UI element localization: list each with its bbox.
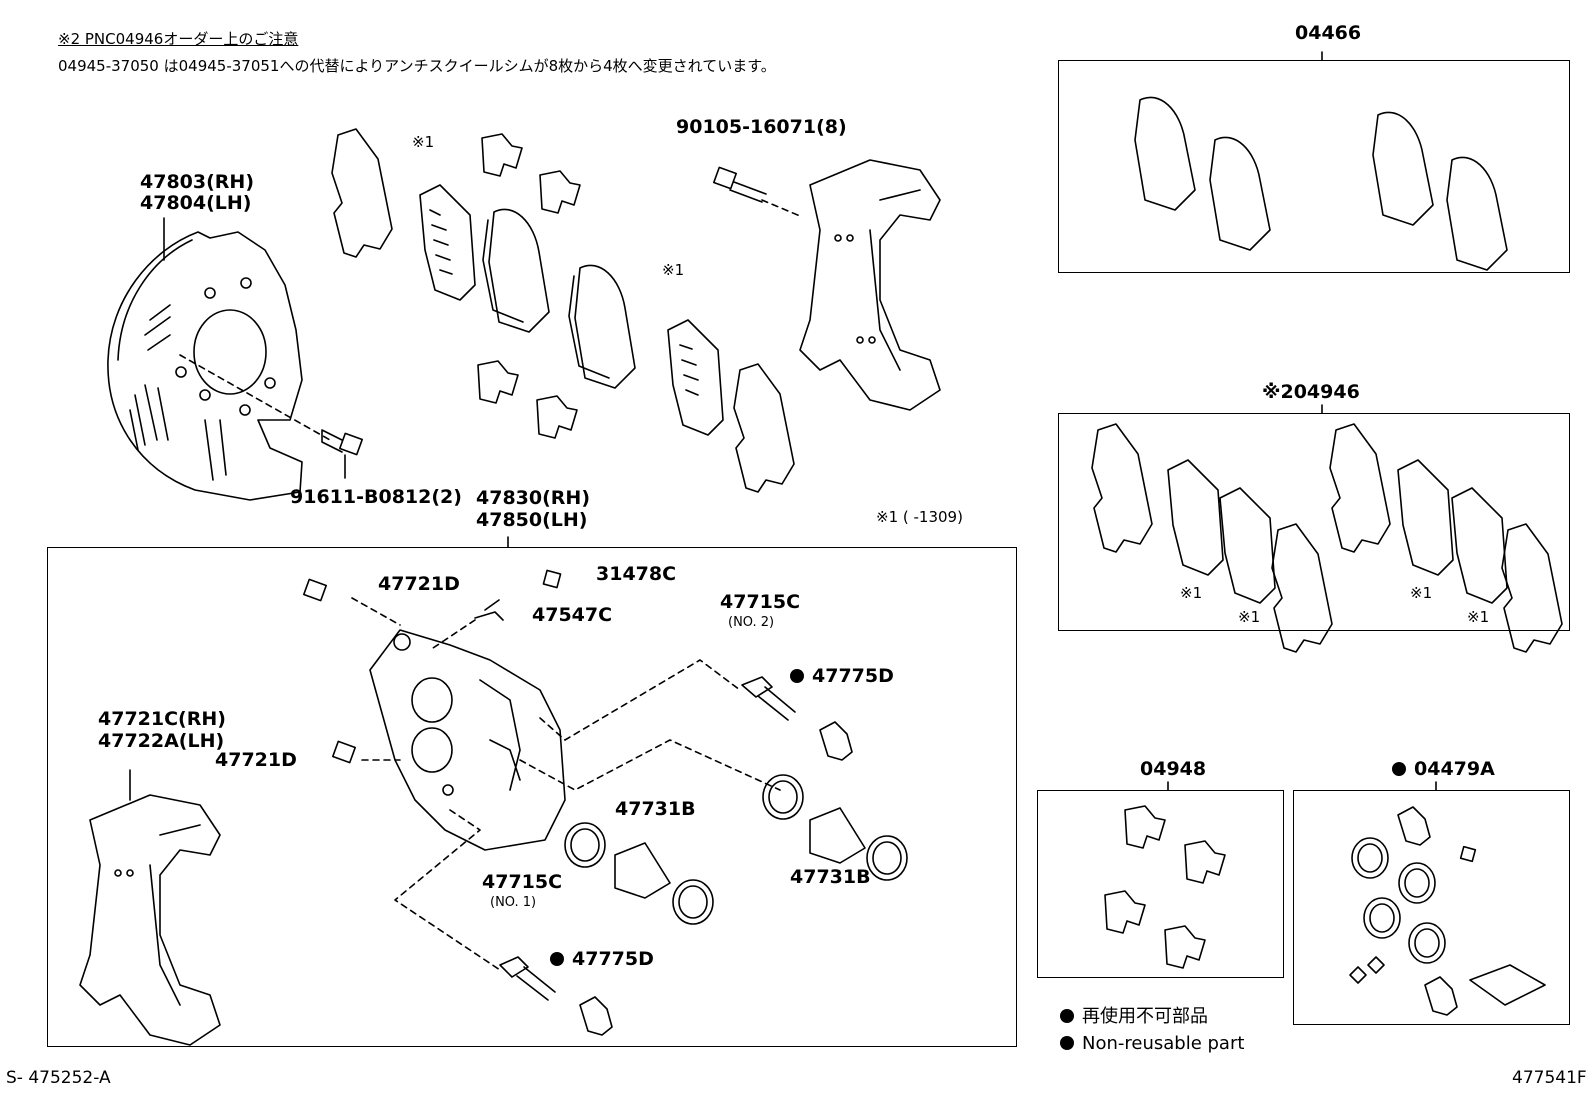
label-47547c: 47547C (532, 604, 613, 626)
label-47850: 47850(LH) (476, 509, 588, 531)
label-47775d-lower: 47775D (550, 950, 654, 969)
label-47731b-right: 47731B (790, 866, 871, 888)
label-kit-04479a-text: 04479A (1414, 758, 1495, 780)
label-91611: 91611-B0812(2) (290, 486, 462, 508)
label-47715c-no1-sub: (NO. 1) (490, 895, 537, 910)
order-note-body: 04945-37050 は04945-37051への代替によりアンチスクイールシ… (58, 57, 776, 75)
label-47721d-upper: 47721D (378, 573, 460, 595)
label-47803: 47803(RH) (140, 171, 254, 193)
label-47830: 47830(RH) (476, 487, 590, 509)
dust-shield-drawing (107, 231, 303, 501)
shim-mark-b: ※1 (662, 261, 685, 279)
label-47775d-lower-text: 47775D (572, 948, 654, 970)
shim-mark-a: ※1 (412, 133, 435, 151)
label-47731b-left: 47731B (615, 798, 696, 820)
label-90105: 90105-16071(8) (676, 116, 847, 138)
kit-04946-frame (1058, 413, 1570, 631)
pad-set-drawing (331, 128, 795, 493)
legend-jp: 再使用不可部品 (1060, 1008, 1208, 1026)
kit-shim-mark-4: ※1 (1467, 608, 1490, 626)
label-47775d-upper: 47775D (790, 667, 894, 686)
label-kit-04479a: 04479A (1392, 760, 1495, 779)
legend-en-text: Non-reusable part (1082, 1033, 1245, 1054)
non-reusable-dot-icon (550, 952, 564, 966)
footer-left-code: S- 475252-A (6, 1068, 111, 1088)
kit-04948-frame (1037, 790, 1284, 978)
label-kit-04946: ※204946 (1262, 381, 1360, 403)
caliper-body-drawing (369, 629, 566, 851)
label-47715c-no2-sub: (NO. 2) (728, 615, 775, 630)
label-47804: 47804(LH) (140, 192, 252, 214)
non-reusable-dot-icon (1060, 1036, 1074, 1050)
legend-jp-text: 再使用不可部品 (1082, 1006, 1208, 1027)
label-47721c: 47721C(RH) (98, 708, 226, 730)
non-reusable-dot-icon (1060, 1009, 1074, 1023)
label-47721d-lower: 47721D (215, 749, 297, 771)
caliper-assembly-frame (47, 547, 1017, 1047)
order-note-title: ※2 PNC04946オーダー上のご注意 (58, 30, 299, 48)
label-kit-04466: 04466 (1295, 22, 1362, 44)
label-47715c-no1: 47715C (482, 871, 563, 893)
kit-shim-mark-1: ※1 (1180, 584, 1203, 602)
label-47775d-upper-text: 47775D (812, 665, 894, 687)
non-reusable-dot-icon (790, 669, 804, 683)
shim-range-note: ※1 ( -1309) (876, 508, 963, 526)
kit-shim-mark-3: ※1 (1410, 584, 1433, 602)
label-47722a: 47722A(LH) (98, 730, 225, 752)
kit-04479a-frame (1293, 790, 1570, 1025)
non-reusable-dot-icon (1392, 762, 1406, 776)
legend-en: Non-reusable part (1060, 1035, 1244, 1053)
kit-04466-frame (1058, 60, 1570, 273)
label-47715c-no2: 47715C (720, 591, 801, 613)
label-kit-04948: 04948 (1140, 758, 1207, 780)
kit-shim-mark-2: ※1 (1238, 608, 1261, 626)
footer-right-code: 477541F (1512, 1068, 1587, 1088)
label-31478c: 31478C (596, 563, 677, 585)
